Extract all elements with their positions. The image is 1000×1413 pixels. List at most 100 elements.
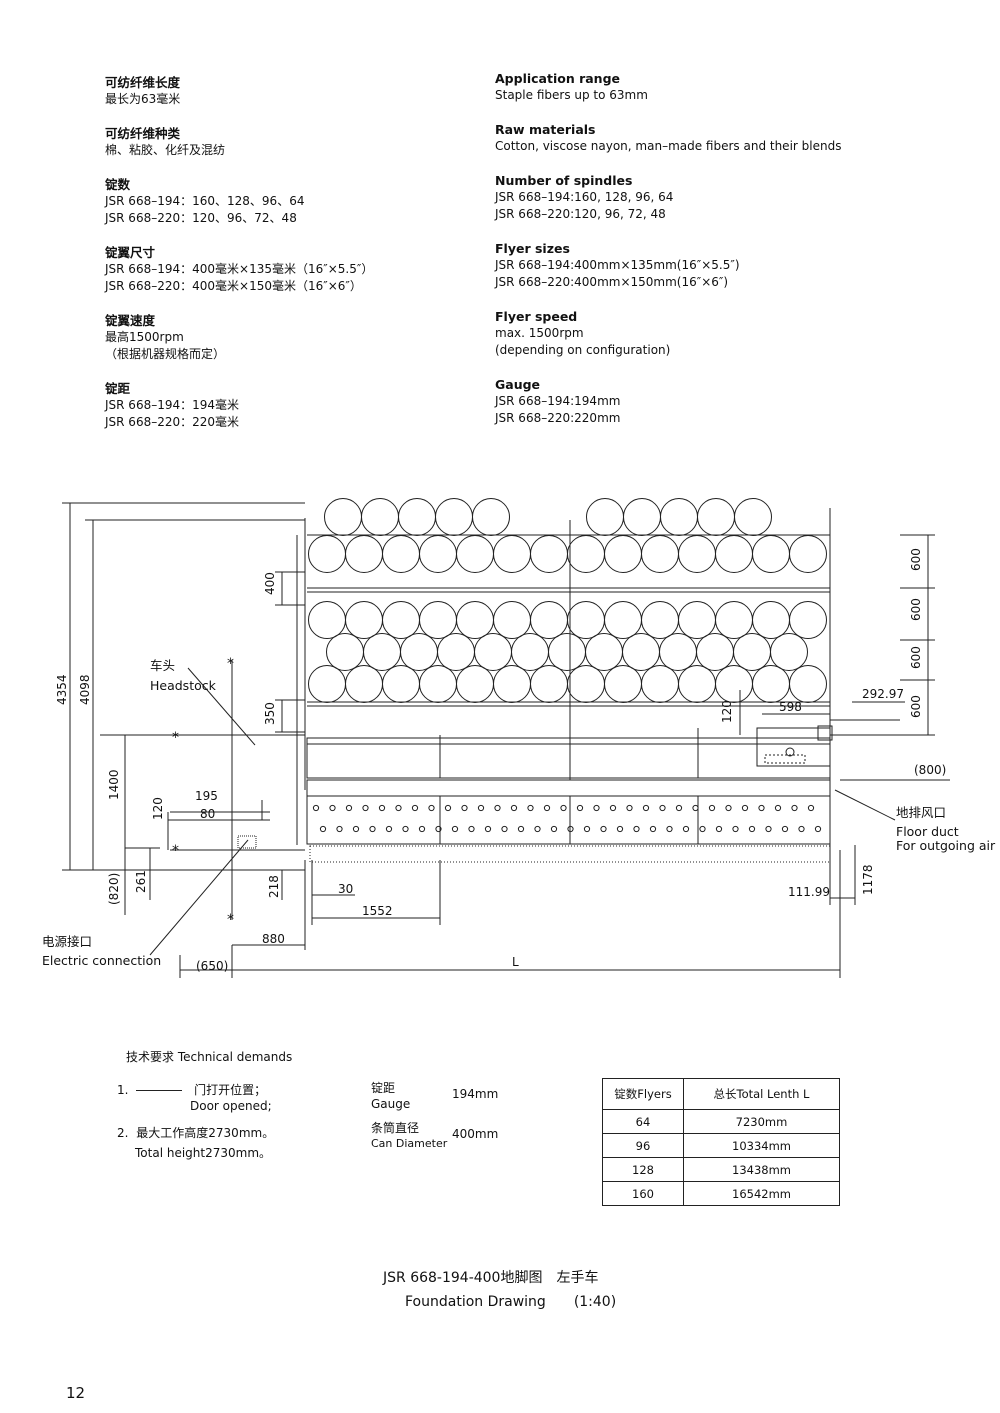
can-circle xyxy=(308,665,346,703)
can-circle xyxy=(660,498,698,536)
can-circle xyxy=(678,601,716,639)
can-circle xyxy=(382,601,420,639)
duct-hole xyxy=(758,804,765,812)
dim-600-3: 600 xyxy=(909,646,923,669)
demand-item-1: 1. 门打开位置； Door opened; xyxy=(117,1082,272,1114)
spec-line: （根据机器规格而定） xyxy=(105,347,226,361)
dim-1552: 1552 xyxy=(362,904,393,918)
can-circle xyxy=(363,633,401,671)
duct-hole xyxy=(732,825,739,833)
drawing-caption: JSR 668-194-400地脚图 左手车 Foundation Drawin… xyxy=(383,1268,616,1312)
duct-hole xyxy=(708,804,716,812)
can-circle xyxy=(604,665,642,703)
cell-flyers: 96 xyxy=(602,1133,684,1158)
spec-line: JSR 668–194：400毫米×135毫米（16″×5.5″） xyxy=(105,262,374,276)
gauge-label-cn: 锭距 xyxy=(371,1081,396,1095)
can-circle xyxy=(567,665,605,703)
spec-cn-flyer-speed: 锭翼速度 最高1500rpm （根据机器规格而定） xyxy=(105,312,373,363)
spec-cn-spindles: 锭数 JSR 668–194：160、128、96、64 JSR 668–220… xyxy=(105,176,373,227)
can-circle xyxy=(382,535,420,573)
door-marker: * xyxy=(227,912,234,928)
electric-connection-cn: 电源接口 xyxy=(42,934,92,949)
duct-hole xyxy=(352,825,360,833)
can-circle xyxy=(696,633,734,671)
can-circle xyxy=(530,601,568,639)
duct-hole xyxy=(725,804,732,812)
dim-820: (820) xyxy=(107,873,121,905)
can-circle xyxy=(493,535,531,573)
duct-hole xyxy=(517,825,525,833)
dim-4354: 4354 xyxy=(55,674,69,705)
duct-hole xyxy=(791,804,798,812)
can-circle xyxy=(734,498,772,536)
duct-hole xyxy=(626,804,633,812)
spec-line: 最长为63毫米 xyxy=(105,92,181,106)
spec-line: 棉、粘胶、化纤及混纺 xyxy=(105,143,226,157)
spec-line: Staple fibers up to 63mm xyxy=(495,88,648,102)
dim-195: 195 xyxy=(195,789,218,803)
duct-hole xyxy=(484,825,492,833)
can-circle xyxy=(548,633,586,671)
dim-L: L xyxy=(512,955,519,969)
can-circle xyxy=(733,633,771,671)
spec-en-flyer-speed: Flyer speed max. 1500rpm (depending on c… xyxy=(495,308,841,359)
can-circle xyxy=(752,601,790,639)
spec-line: JSR 668–194：194毫米 xyxy=(105,398,240,412)
spec-cn-fiber-length: 可纺纤维长度 最长为63毫米 xyxy=(105,74,373,108)
dim-350: 350 xyxy=(263,702,277,725)
can-circle xyxy=(456,535,494,573)
dim-120-left: 120 xyxy=(151,797,165,820)
headstock-label-cn: 车头 xyxy=(150,658,175,673)
can-circle xyxy=(697,498,735,536)
can-circle xyxy=(345,665,383,703)
duct-hole xyxy=(715,825,723,833)
specs-english: Application range Staple fibers up to 63… xyxy=(495,70,841,444)
can-circle xyxy=(715,665,753,703)
spec-heading: Flyer speed xyxy=(495,309,578,324)
duct-hole xyxy=(765,825,772,833)
demand-text-en: Total height2730mm。 xyxy=(135,1146,272,1160)
spec-en-application: Application range Staple fibers up to 63… xyxy=(495,70,841,104)
duct-hole xyxy=(378,804,386,812)
spec-line: Cotton, viscose nayon, man–made fibers a… xyxy=(495,139,842,153)
gauge-spec: 锭距 Gauge xyxy=(371,1080,410,1112)
can-circle xyxy=(419,665,457,703)
demand-text-cn: 门打开位置； xyxy=(194,1083,267,1097)
cell-flyers: 128 xyxy=(602,1157,684,1182)
can-circle xyxy=(419,535,457,573)
can-circle xyxy=(752,535,790,573)
duct-hole xyxy=(411,804,419,812)
can-circles xyxy=(308,498,827,703)
duct-hole xyxy=(543,804,551,812)
duct-hole xyxy=(593,804,600,812)
duct-hole xyxy=(369,825,376,833)
duct-hole xyxy=(395,804,402,812)
spec-heading: 锭翼尺寸 xyxy=(105,245,156,260)
dim-600-2: 600 xyxy=(909,598,923,621)
can-circle xyxy=(715,535,753,573)
duct-hole xyxy=(477,804,485,812)
can-circle xyxy=(623,498,661,536)
can-label-cn: 条筒直径 xyxy=(371,1121,420,1135)
demand-number: 1. xyxy=(117,1083,129,1097)
can-circle xyxy=(715,601,753,639)
spec-line: JSR 668–220：220毫米 xyxy=(105,415,240,429)
spec-heading: 锭翼速度 xyxy=(105,313,156,328)
duct-hole xyxy=(550,825,558,833)
demand-text-en: Door opened; xyxy=(190,1099,272,1113)
cell-length: 16542mm xyxy=(683,1181,840,1206)
duct-hole xyxy=(781,825,789,833)
demand-text-cn: 最大工作高度2730mm。 xyxy=(136,1126,275,1140)
spec-line: JSR 668–220:120, 96, 72, 48 xyxy=(495,207,666,221)
spec-heading: Raw materials xyxy=(495,122,596,137)
can-circle xyxy=(530,665,568,703)
electric-connection-en: Electric connection xyxy=(42,953,161,968)
can-circle xyxy=(308,535,346,573)
duct-hole xyxy=(666,825,673,833)
cell-flyers: 64 xyxy=(602,1109,684,1134)
duct-hole xyxy=(402,825,409,833)
duct-hole xyxy=(807,804,815,812)
duct-hole xyxy=(576,804,584,812)
duct-hole xyxy=(675,804,683,812)
duct-hole xyxy=(451,825,459,833)
